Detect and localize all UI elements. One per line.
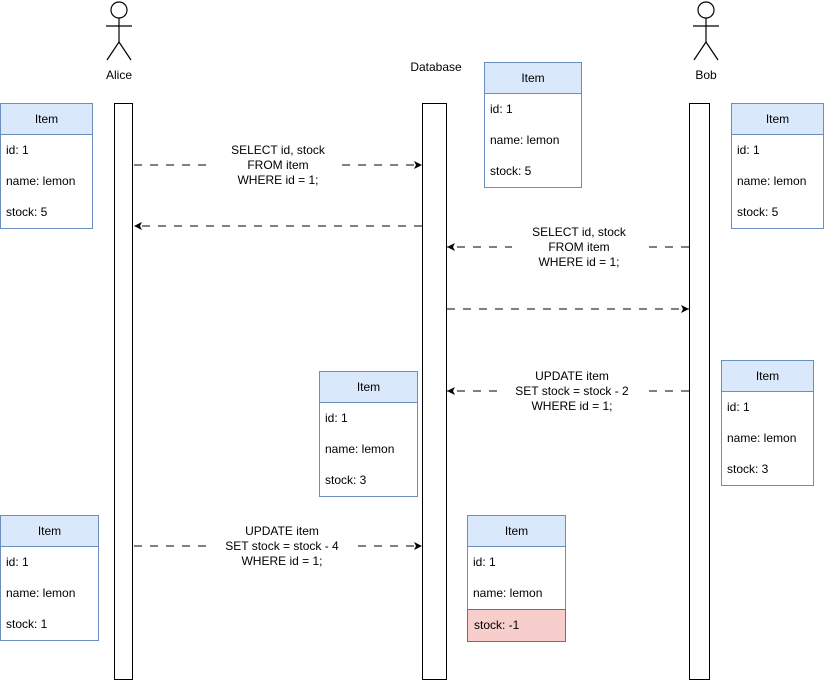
item-stock: stock: 5 xyxy=(490,164,532,178)
item-card-title: Item xyxy=(485,63,581,94)
alice-lifeline xyxy=(114,103,133,680)
alice-actor-icon xyxy=(106,1,132,61)
item-id: id: 1 xyxy=(6,555,29,569)
item-card-db-initial: Item id: 1 name: lemon stock: 5 xyxy=(484,62,582,188)
message-m3-label: SELECT id, stock FROM item WHERE id = 1; xyxy=(512,225,646,270)
item-id: id: 1 xyxy=(325,411,348,425)
item-stock: stock: 3 xyxy=(325,473,367,487)
database-lifeline xyxy=(422,103,447,680)
item-name: name: lemon xyxy=(325,442,395,456)
item-stock: stock: 1 xyxy=(6,617,48,631)
item-name: name: lemon xyxy=(6,586,76,600)
message-m6-label: UPDATE item SET stock = stock - 4 WHERE … xyxy=(208,524,356,569)
item-id: id: 1 xyxy=(473,555,496,569)
item-card-title: Item xyxy=(468,516,565,547)
item-card-db-final: Item id: 1 name: lemon stock: -1 xyxy=(467,515,566,642)
item-name: name: lemon xyxy=(727,431,797,445)
item-id: id: 1 xyxy=(737,143,760,157)
item-card-alice-read: Item id: 1 name: lemon stock: 5 xyxy=(0,103,93,229)
message-m1-label: SELECT id, stock FROM item WHERE id = 1; xyxy=(214,143,342,188)
item-name: name: lemon xyxy=(490,133,560,147)
item-card-bob-read: Item id: 1 name: lemon stock: 5 xyxy=(731,103,824,229)
item-stock-negative: stock: -1 xyxy=(467,609,566,642)
item-card-title: Item xyxy=(1,104,92,135)
item-name: name: lemon xyxy=(6,174,76,188)
database-label: Database xyxy=(410,60,462,74)
alice-label: Alice xyxy=(105,68,132,82)
item-name: name: lemon xyxy=(473,586,543,600)
bob-label: Bob xyxy=(695,68,717,82)
item-stock: stock: 5 xyxy=(6,205,48,219)
item-name: name: lemon xyxy=(737,174,807,188)
bob-actor-icon xyxy=(693,1,719,61)
bob-lifeline xyxy=(689,103,710,680)
item-stock: stock: 3 xyxy=(727,462,769,476)
item-id: id: 1 xyxy=(727,400,750,414)
item-stock: stock: 5 xyxy=(737,205,779,219)
item-card-title: Item xyxy=(320,372,417,403)
item-card-alice-update: Item id: 1 name: lemon stock: 1 xyxy=(0,515,99,641)
item-card-title: Item xyxy=(732,104,823,135)
item-card-bob-update: Item id: 1 name: lemon stock: 3 xyxy=(721,360,814,486)
item-card-title: Item xyxy=(722,361,813,392)
item-card-title: Item xyxy=(1,516,98,547)
item-id: id: 1 xyxy=(490,102,513,116)
item-id: id: 1 xyxy=(6,143,29,157)
message-m5-label: UPDATE item SET stock = stock - 2 WHERE … xyxy=(500,369,644,414)
item-card-db-after-bob-update: Item id: 1 name: lemon stock: 3 xyxy=(319,371,418,497)
